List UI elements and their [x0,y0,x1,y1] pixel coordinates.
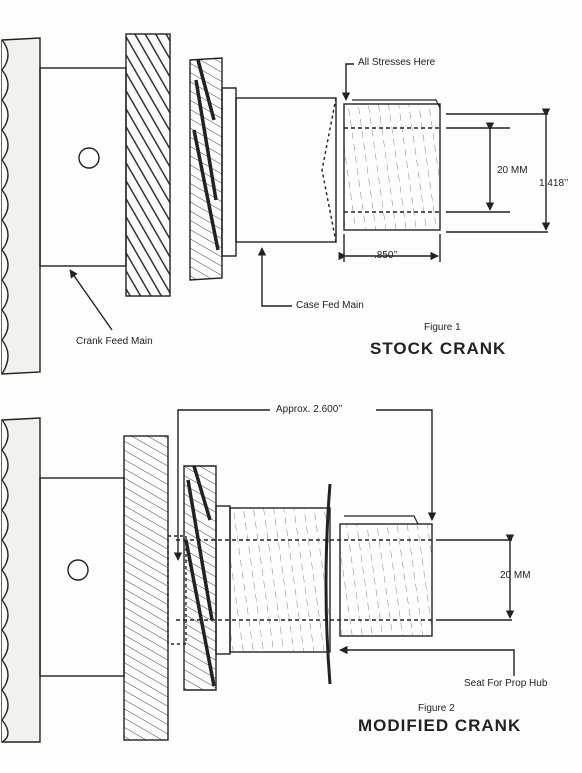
figure1-caption: Figure 1 [424,322,461,333]
crank-hole-1 [78,147,100,169]
label-20mm-fig1: 20 MM [497,165,528,176]
prop-seat-2 [324,483,332,685]
stress-zone-1 [321,97,337,243]
figure1-title: STOCK CRANK [370,339,507,358]
shaft-end-2 [339,523,433,637]
figure1-drawing [1,33,551,375]
label-approx-2600: Approx. 2.600’’ [276,404,343,415]
label-crank-feed-main: Crank Feed Main [76,336,153,347]
crank-hole-2 [67,559,89,581]
bearing-2 [123,435,169,741]
label-850: .850’’ [374,250,398,261]
shaft-end-1 [343,103,441,231]
bearing-1 [125,33,171,297]
label-seat-prop-hub: Seat For Prop Hub [464,678,548,689]
label-1418: 1.418’’ [539,178,569,189]
shaft-2 [229,507,331,653]
crank-body-1 [39,67,127,267]
label-all-stresses: All Stresses Here [358,57,436,68]
figure2-title: MODIFIED CRANK [358,716,522,735]
figure2-caption: Figure 2 [418,703,455,714]
label-case-fed-main: Case Fed Main [296,300,364,311]
figure2-drawing [1,409,515,743]
thrust-washer-2 [183,465,217,691]
label-20mm-fig2: 20 MM [500,570,531,581]
